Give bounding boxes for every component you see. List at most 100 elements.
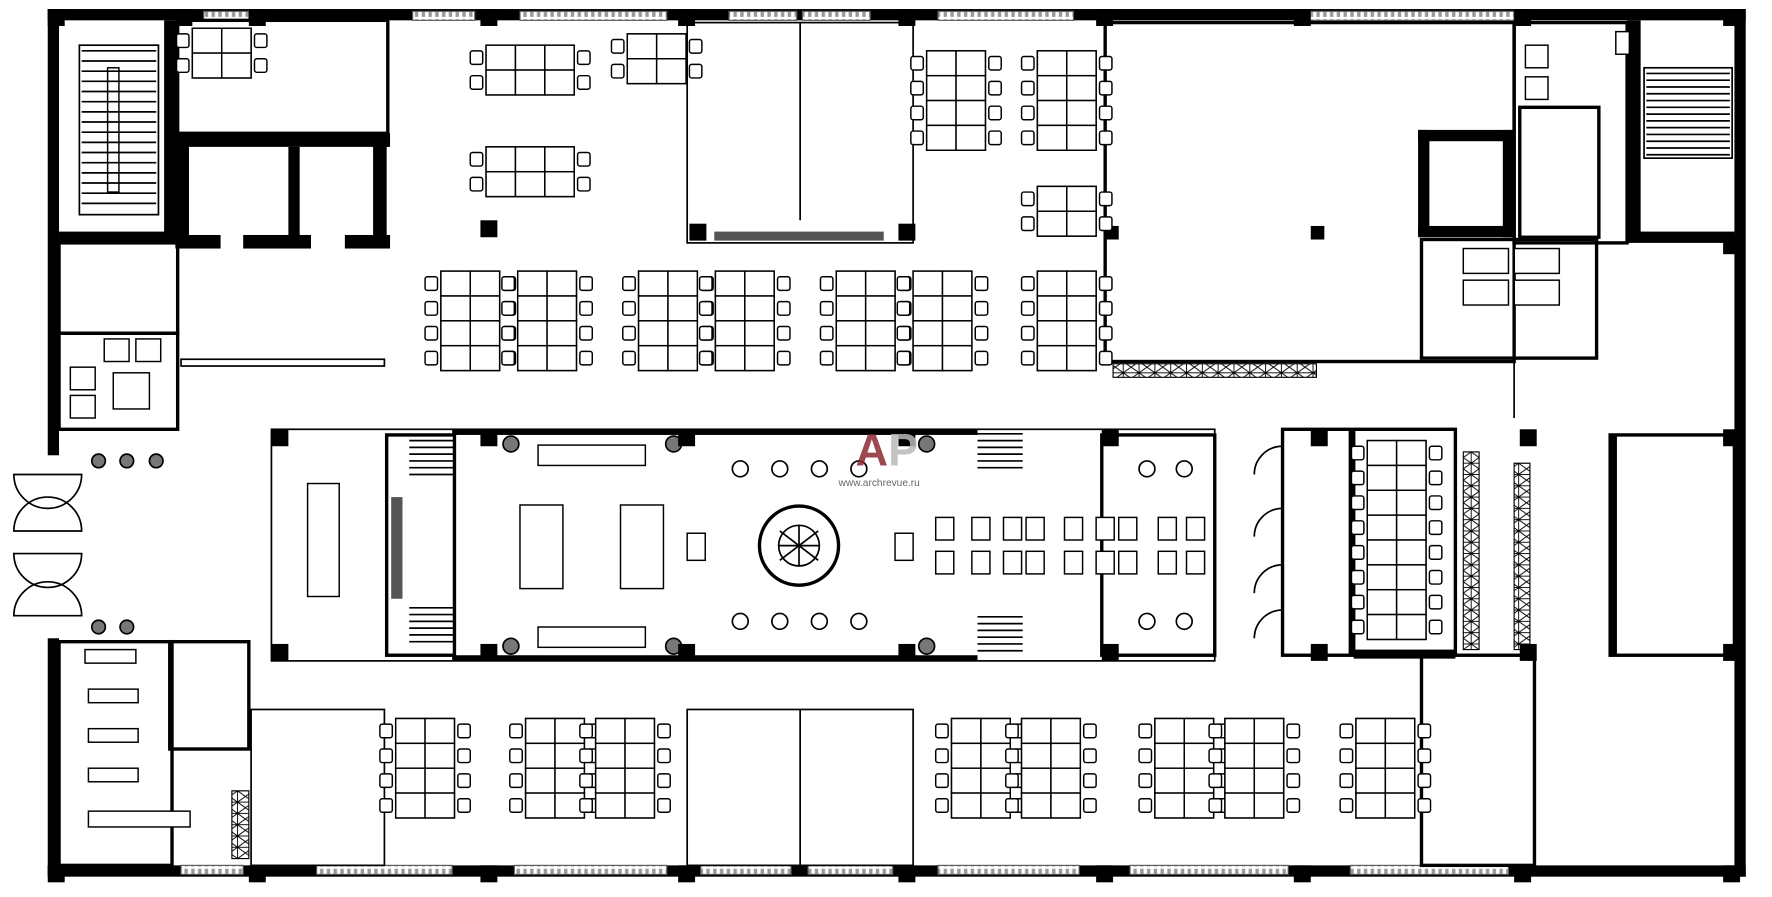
chair	[622, 350, 636, 366]
chair	[576, 74, 591, 90]
workstation-clusters	[175, 27, 1443, 819]
chair	[379, 748, 394, 764]
desk	[1154, 767, 1185, 794]
chair	[1428, 445, 1443, 461]
desk	[546, 270, 578, 297]
chair	[1339, 797, 1354, 814]
chair	[1020, 191, 1035, 207]
chair	[934, 773, 949, 789]
chair	[1020, 350, 1035, 366]
main-entrance[interactable]	[13, 453, 164, 635]
chair	[1208, 797, 1223, 814]
desk	[714, 320, 746, 347]
desk	[637, 344, 669, 372]
planter	[731, 460, 750, 478]
column	[480, 9, 498, 26]
chair	[688, 38, 703, 54]
desk	[950, 767, 982, 794]
desk	[594, 767, 626, 794]
chair	[457, 797, 471, 814]
desk	[485, 44, 517, 71]
workstation-cluster	[610, 33, 703, 85]
desk	[514, 44, 546, 71]
chair	[819, 350, 834, 366]
chair	[1098, 276, 1113, 292]
desk	[1384, 717, 1416, 745]
chair	[576, 151, 591, 167]
chair	[1138, 723, 1153, 739]
chair	[579, 723, 594, 739]
desk	[864, 320, 896, 347]
desk	[485, 170, 517, 198]
stairwell-right	[1627, 20, 1735, 243]
desk	[544, 44, 575, 71]
desk	[440, 344, 471, 372]
desk	[1154, 717, 1185, 745]
desk	[941, 320, 973, 347]
chair	[379, 773, 394, 789]
desk	[1066, 99, 1097, 127]
column	[678, 865, 696, 883]
column	[898, 643, 916, 661]
window	[412, 10, 476, 21]
chair	[1286, 748, 1301, 764]
desk	[1036, 295, 1068, 322]
atrium-seat	[1002, 516, 1023, 541]
column	[678, 429, 696, 447]
chair	[1098, 55, 1113, 71]
chair	[988, 130, 1002, 146]
chair	[579, 276, 594, 292]
desk	[637, 320, 669, 347]
bottom-left-storage	[57, 639, 251, 868]
chair	[1098, 350, 1113, 366]
desk	[1036, 320, 1068, 347]
desk	[864, 344, 896, 372]
top-left-offices	[57, 18, 391, 431]
chair	[610, 63, 625, 79]
column	[898, 429, 916, 447]
planter	[1138, 612, 1156, 631]
column	[1096, 9, 1114, 26]
watermark-url: www.archrevue.ru	[838, 478, 920, 489]
desk	[1066, 124, 1097, 151]
column	[1310, 429, 1328, 447]
chair	[1339, 723, 1354, 739]
desk	[912, 320, 944, 347]
desk	[1253, 767, 1285, 794]
chair	[1082, 748, 1097, 764]
chair	[1350, 569, 1365, 585]
desk	[1020, 767, 1052, 794]
chair	[1350, 445, 1365, 461]
desk	[1384, 792, 1416, 819]
workstation-cluster	[501, 270, 594, 372]
chair	[1005, 748, 1019, 764]
chair	[469, 176, 484, 192]
desk	[744, 270, 775, 297]
column	[898, 9, 916, 26]
atrium-seat	[1157, 516, 1178, 541]
chair	[501, 350, 516, 366]
workstation-cluster	[1138, 717, 1231, 819]
desk	[514, 170, 546, 198]
desk	[1253, 792, 1285, 819]
atrium-seat	[1095, 550, 1115, 575]
chair	[1350, 520, 1365, 536]
desk	[925, 74, 957, 102]
conference-hall	[1103, 20, 1516, 378]
chair	[457, 723, 471, 739]
desk	[744, 320, 775, 347]
window	[801, 10, 871, 21]
chair	[1417, 773, 1432, 789]
column	[1723, 643, 1741, 661]
desk	[1395, 613, 1427, 641]
desk	[950, 792, 982, 819]
planter	[810, 612, 829, 631]
column-round	[502, 637, 520, 655]
chair	[657, 748, 671, 764]
column	[1723, 865, 1741, 883]
workstation-cluster	[469, 44, 591, 96]
chair	[1005, 797, 1019, 814]
column	[47, 9, 65, 26]
desk	[950, 717, 982, 745]
chair	[379, 797, 394, 814]
